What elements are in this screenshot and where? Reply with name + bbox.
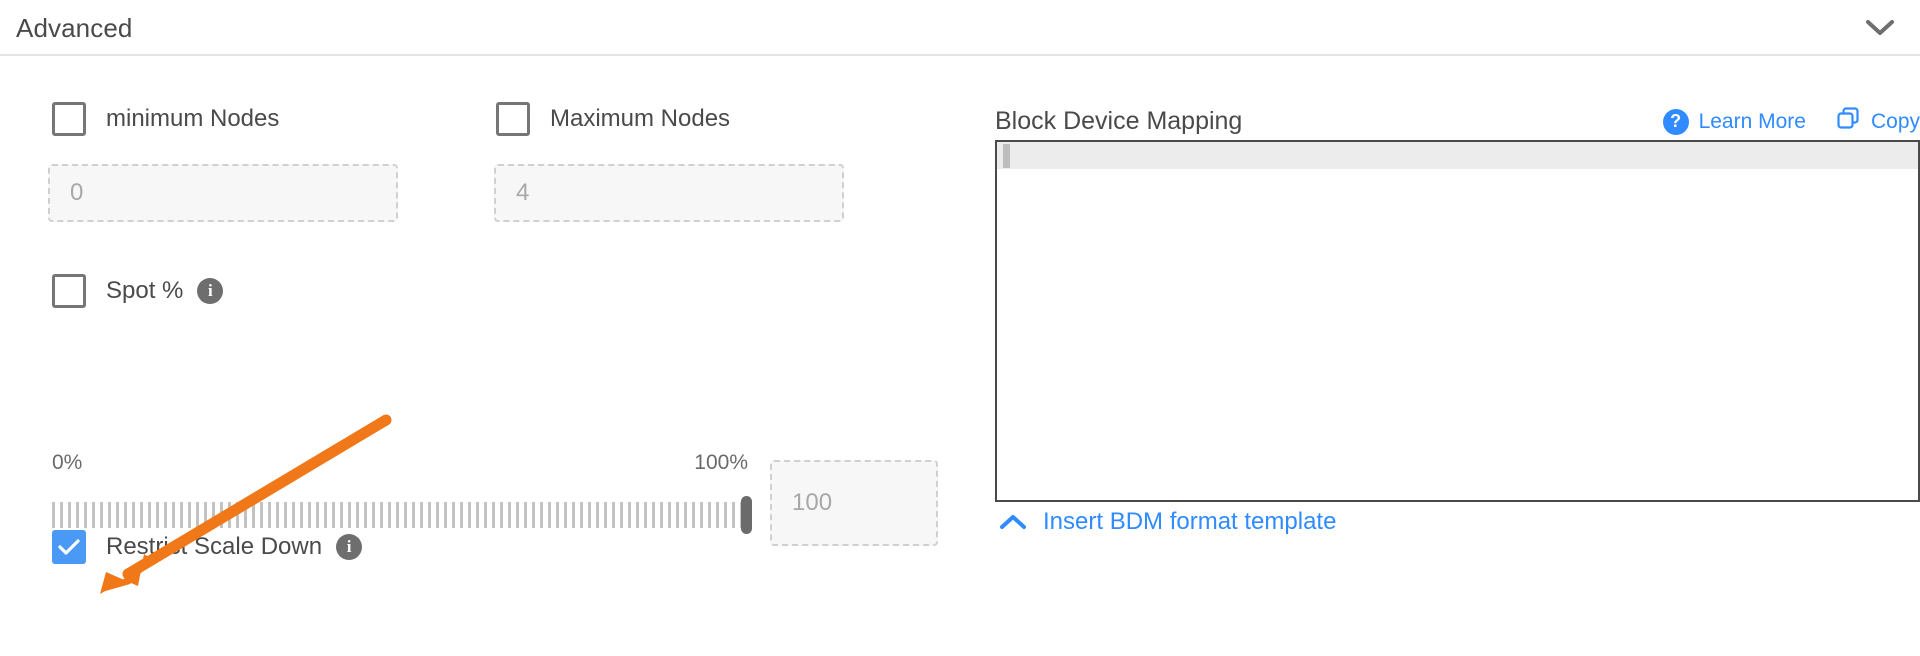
spot-percent-checkbox[interactable] [52, 274, 86, 308]
block-device-mapping-panel: Block Device Mapping ? Learn More Copy [995, 56, 1920, 656]
header-divider [0, 54, 1920, 56]
slider-min-label: 0% [52, 451, 83, 474]
maximum-nodes-row[interactable]: Maximum Nodes [496, 102, 730, 136]
editor-active-line [997, 142, 1918, 169]
bdm-title: Block Device Mapping [995, 107, 1243, 135]
page-title: Advanced [16, 12, 133, 43]
copy-button[interactable]: Copy [1836, 106, 1920, 137]
advanced-section-header[interactable]: Advanced [0, 0, 1920, 56]
spot-percent-slider[interactable]: 0% 100% [52, 451, 752, 534]
maximum-nodes-label: Maximum Nodes [550, 105, 731, 132]
slider-labels: 0% 100% [52, 451, 752, 481]
bdm-header: Block Device Mapping ? Learn More Copy [995, 106, 1920, 137]
bdm-code-editor[interactable] [995, 140, 1920, 502]
spot-percent-info-icon[interactable]: i [197, 278, 224, 304]
minimum-nodes-checkbox[interactable] [52, 102, 86, 136]
question-circle-icon: ? [1662, 108, 1689, 135]
restrict-scale-down-checkbox[interactable] [52, 530, 86, 564]
slider-handle[interactable] [741, 496, 752, 534]
minimum-nodes-input[interactable]: 0 [48, 164, 398, 222]
insert-bdm-template-link[interactable]: Insert BDM format template [999, 508, 1336, 536]
restrict-scale-down-label: Restrict Scale Down [106, 533, 323, 560]
copy-icon [1836, 106, 1861, 137]
minimum-nodes-label: minimum Nodes [106, 105, 280, 132]
chevron-down-icon[interactable] [1858, 6, 1902, 50]
copy-label: Copy [1870, 109, 1920, 133]
spot-percent-value-input[interactable]: 100 [770, 460, 938, 546]
slider-track[interactable] [52, 496, 752, 534]
maximum-nodes-input[interactable]: 4 [494, 164, 844, 222]
chevron-up-icon [999, 514, 1027, 531]
editor-cursor-marker [1003, 144, 1010, 168]
minimum-nodes-row[interactable]: minimum Nodes [52, 102, 279, 136]
insert-bdm-template-label: Insert BDM format template [1043, 508, 1337, 535]
spot-percent-label: Spot % [106, 277, 184, 304]
learn-more-label: Learn More [1698, 109, 1806, 133]
left-settings-column: minimum Nodes 0 Maximum Nodes 4 Spot % i… [0, 56, 960, 656]
spot-percent-row[interactable]: Spot % i [52, 274, 224, 308]
restrict-scale-down-info-icon[interactable]: i [336, 534, 363, 560]
learn-more-link[interactable]: ? Learn More [1662, 108, 1806, 135]
slider-max-label: 100% [694, 451, 748, 474]
restrict-scale-down-row[interactable]: Restrict Scale Down i [52, 530, 363, 564]
maximum-nodes-checkbox[interactable] [496, 102, 530, 136]
bdm-actions: ? Learn More Copy [1662, 106, 1920, 137]
